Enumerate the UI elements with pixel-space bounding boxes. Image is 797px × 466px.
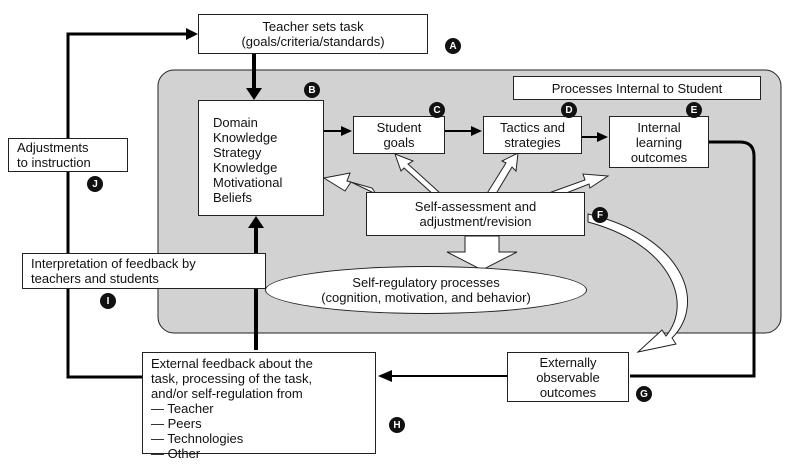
badge-f: F [592,207,608,223]
badge-g: G [636,386,652,402]
instruction-loop-arrow [66,28,198,379]
learning-to-observable-connector [630,140,756,378]
badge-b: B [304,82,320,98]
observable-to-feedback-arrow [378,370,507,382]
self-assessment-to-knowledge-arrow [322,172,378,196]
tactics-to-learning-arrow [582,132,608,142]
internal-processes-label: Processes Internal to Student [513,76,761,100]
self-assessment-to-goals-arrow [394,153,441,196]
badge-c: C [429,102,445,118]
externally-observable-outcomes-box: Externally observable outcomes [507,352,629,402]
knowledge-to-goals-arrow [324,126,352,136]
domain-knowledge-box: Domain Knowledge Strategy Knowledge Moti… [198,100,324,216]
external-feedback-box: External feedback about the task, proces… [142,352,376,461]
self-assessment-to-observable-arrow [587,213,688,353]
teacher-sets-task-box: Teacher sets task (goals/criteria/standa… [198,14,428,54]
task-to-knowledge-arrow [246,53,262,100]
tactics-strategies-box: Tactics and strategies [483,116,582,154]
badge-h: H [389,417,405,433]
interpretation-of-feedback-box: Interpretation of feedback by teachers a… [22,253,266,289]
badge-d: D [561,102,577,118]
self-regulatory-processes-ellipse: Self-regulatory processes (cognition, mo… [265,266,587,314]
badge-e: E [686,102,702,118]
self-assessment-box: Self-assessment and adjustment/revision [366,192,585,236]
goals-to-tactics-arrow [445,126,482,136]
student-goals-box: Student goals [353,116,445,154]
badge-a: A [445,38,461,54]
badge-j: J [87,176,103,192]
badge-i: I [100,293,116,309]
internal-learning-outcomes-box: Internal learning outcomes [609,116,709,168]
adjustments-to-instruction-box: Adjustments to instruction [8,138,128,172]
self-assessment-to-self-regulatory-arrow [446,235,518,271]
